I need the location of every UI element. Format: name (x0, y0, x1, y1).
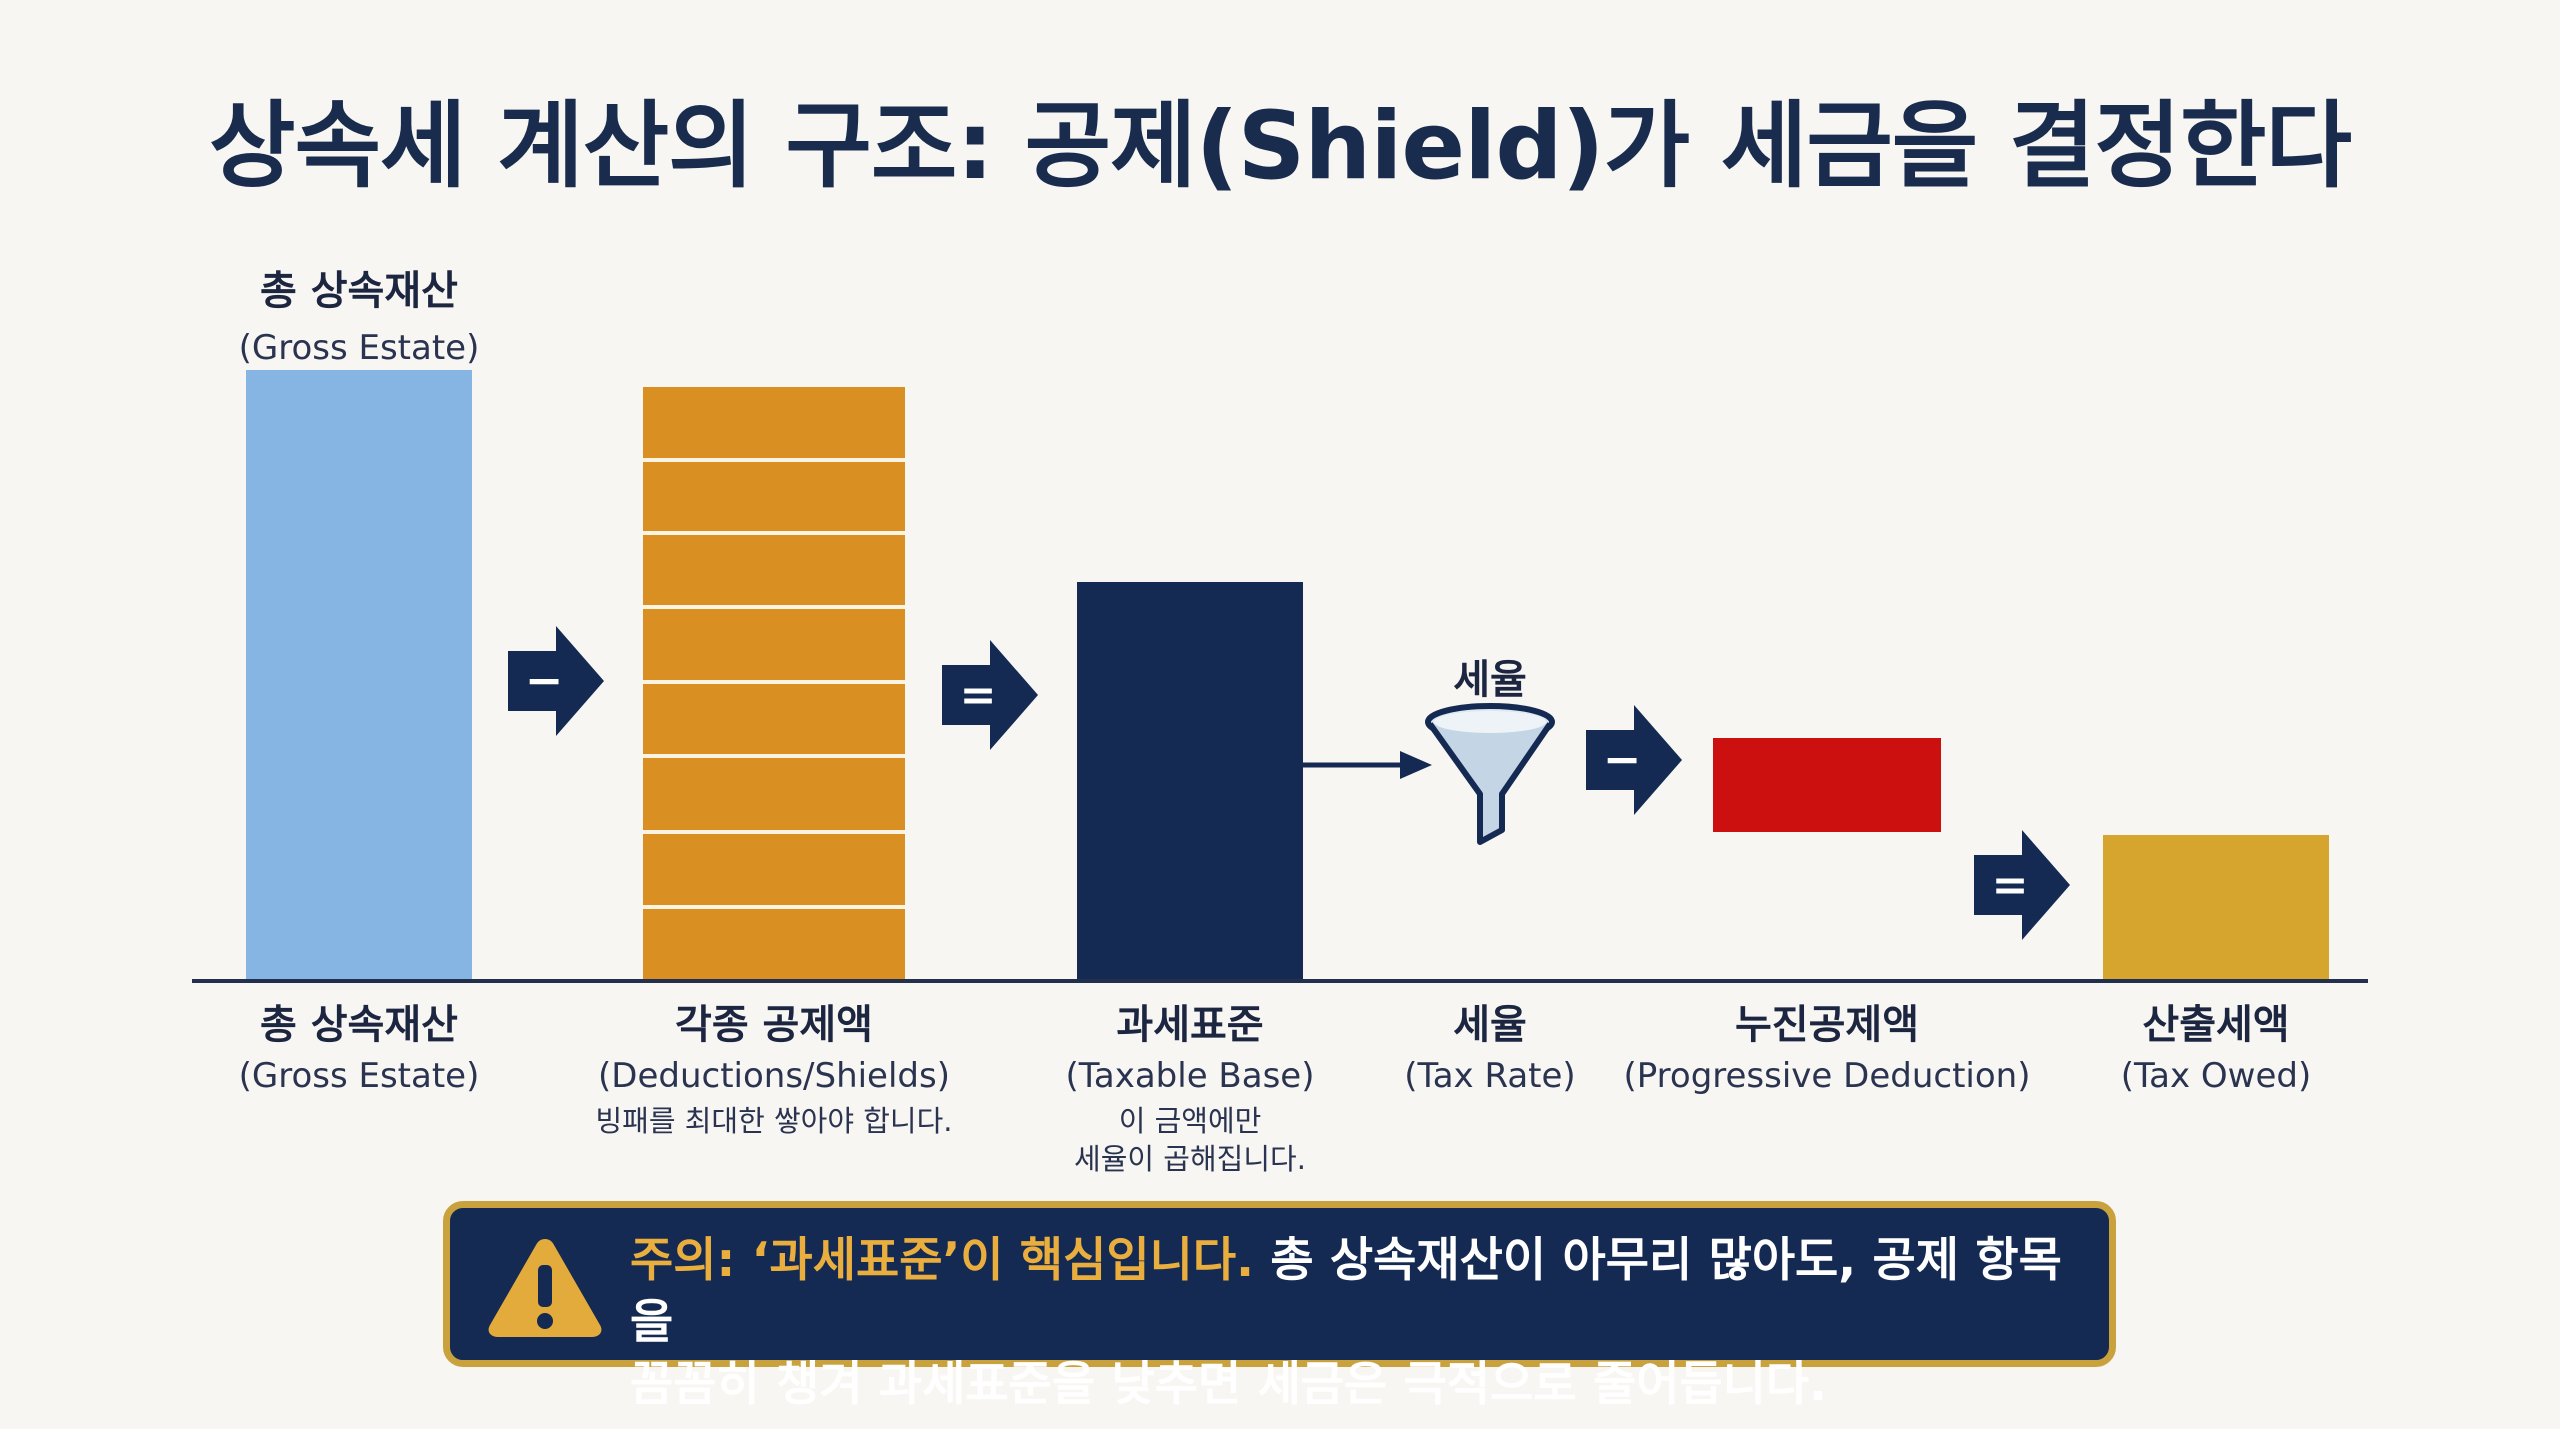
warning-text: 주의: ‘과세표준’이 핵심입니다. 총 상속재산이 아무리 많아도, 공제 항… (630, 1230, 2100, 1416)
warning-line-2: 꼼꼼히 챙겨 과세표준을 낮추면 세금은 극적으로 줄어듭니다. (630, 1357, 1828, 1412)
arrow-right-icon: = (1974, 830, 2070, 940)
minus-operator: − (1603, 732, 1642, 786)
deduction-shield-divider (643, 754, 905, 758)
step-label-tax-owed: 산출세액 (Tax Owed) (2076, 1005, 2356, 1093)
step-label-en: (Progressive Deduction) (1623, 1056, 2031, 1096)
deduction-shield-divider (643, 531, 905, 535)
step-label-en: (Tax Rate) (1404, 1056, 1576, 1096)
deductions-bar (643, 387, 905, 981)
step-note: 이 금액에만 (1118, 1104, 1262, 1138)
warning-triangle-icon (488, 1239, 602, 1337)
minus-operator: − (525, 653, 564, 707)
funnel-icon (1425, 703, 1555, 845)
warning-callout: 주의: ‘과세표준’이 핵심입니다. 총 상속재산이 아무리 많아도, 공제 항… (443, 1201, 2116, 1412)
equals-operator: = (1992, 860, 2029, 911)
step-label-ko: 산출세액 (2142, 1002, 2290, 1048)
warning-line-1-rest: 총 상속재산이 아무리 많아도, 공제 항목을 (630, 1233, 2062, 1350)
gross-estate-top-label: 총 상속재산 (Gross Estate) (209, 258, 509, 368)
deduction-shield-divider (643, 458, 905, 462)
step-label-gross-estate: 총 상속재산 (Gross Estate) (209, 1005, 509, 1093)
equals-operator: = (960, 670, 997, 721)
step-label-en: (Gross Estate) (238, 1056, 480, 1096)
step-label-taxable-base: 과세표준 (Taxable Base) 이 금액에만 세율이 곱해집니다. (1040, 1005, 1340, 1178)
step-label-en: (Deductions/Shields) (598, 1056, 950, 1096)
arrow-right-icon: − (508, 626, 604, 736)
step-label-ko: 총 상속재산 (260, 1002, 458, 1048)
step-label-progressive-deduction: 누진공제액 (Progressive Deduction) (1612, 1005, 2042, 1093)
deduction-shield-divider (643, 905, 905, 909)
tax-owed-bar (2103, 835, 2329, 981)
step-note: 빙패를 최대한 쌓아야 합니다. (595, 1104, 953, 1138)
connector-arrow-icon (1300, 751, 1432, 779)
deduction-shield-divider (643, 830, 905, 834)
step-label-ko: 각종 공제액 (675, 1002, 873, 1048)
deduction-shield-divider (643, 605, 905, 609)
arrow-right-icon: = (942, 640, 1038, 750)
step-note: 세율이 곱해집니다. (1074, 1141, 1306, 1176)
tax-rate-top-label: 세율 (1453, 657, 1527, 703)
step-label-ko: 과세표준 (1116, 1002, 1264, 1048)
step-label-deductions: 각종 공제액 (Deductions/Shields) 빙패를 최대한 쌓아야 … (544, 1005, 1004, 1141)
step-label-tax-rate: 세율 (Tax Rate) (1370, 1005, 1610, 1093)
gross-estate-top-label-ko: 총 상속재산 (260, 268, 458, 314)
step-label-en: (Tax Owed) (2120, 1056, 2312, 1096)
taxable-base-bar (1077, 582, 1303, 981)
gross-estate-top-label-en: (Gross Estate) (238, 328, 480, 368)
arrow-right-icon: − (1586, 705, 1682, 815)
warning-highlight: 주의: ‘과세표준’이 핵심입니다. (630, 1233, 1254, 1288)
step-label-ko: 세율 (1453, 1002, 1527, 1048)
progressive-deduction-bar (1713, 738, 1941, 832)
baseline (192, 979, 2368, 983)
deduction-shield-divider (643, 680, 905, 684)
warning-line-1: 주의: ‘과세표준’이 핵심입니다. 총 상속재산이 아무리 많아도, 공제 항… (630, 1230, 2100, 1354)
page-title: 상속세 계산의 구조: 공제(Shield)가 세금을 결정한다 (209, 92, 2352, 201)
step-label-en: (Taxable Base) (1065, 1056, 1315, 1096)
step-label-ko: 누진공제액 (1735, 1002, 1919, 1048)
gross-estate-bar (246, 370, 472, 981)
